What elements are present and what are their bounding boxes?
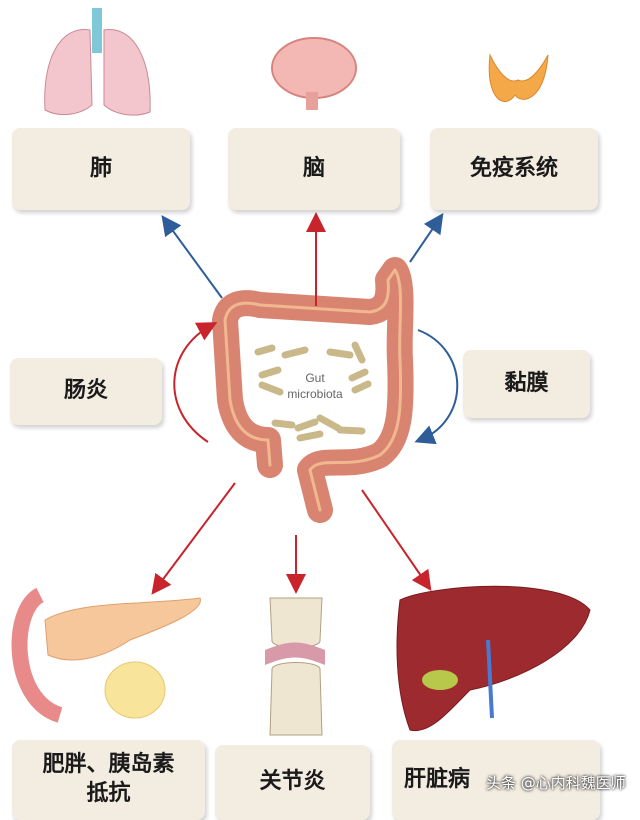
brain-illustration (271, 37, 357, 99)
brain-label: 脑 (302, 155, 325, 181)
lungs-illustration (44, 8, 151, 116)
gut-illustration (212, 257, 414, 523)
arthritis-box: 关节炎 (215, 745, 370, 820)
arrow-to-immune (409, 213, 444, 263)
lung-box: 肺 (12, 128, 190, 210)
mucosa-box: 黏膜 (463, 350, 590, 418)
brain-stem (306, 92, 318, 110)
arrow-enteritis-cycle (173, 322, 218, 443)
mucosa-label: 黏膜 (504, 370, 549, 396)
gut-label-line2: microbiota (287, 387, 343, 401)
brain-box: 脑 (228, 128, 400, 210)
arrow-to-liver (361, 489, 432, 591)
liver-label: 肝脏病 (404, 766, 471, 792)
enteritis-box: 肠炎 (10, 358, 162, 425)
immune-label: 免疫系统 (469, 155, 558, 181)
lung-label: 肺 (89, 155, 112, 181)
obesity-label: 肥胖、胰岛素抵抗 (42, 752, 175, 806)
watermark: 头条 @心内科魏医师 (486, 774, 626, 792)
immune-box: 免疫系统 (430, 128, 598, 210)
pancreas-illustration (11, 587, 201, 723)
arrow-to-pancreas (151, 482, 236, 595)
arthritis-label: 关节炎 (259, 769, 326, 795)
joint-illustration (265, 597, 325, 736)
enteritis-label: 肠炎 (63, 378, 108, 404)
arrow-to-lung (161, 215, 223, 299)
liver-illustration (396, 585, 591, 732)
obesity-box: 肥胖、胰岛素抵抗 (12, 740, 205, 820)
thyroid-illustration (488, 53, 549, 102)
gut-label-line1: Gut (305, 371, 325, 385)
bacteria-illustration (254, 341, 372, 442)
arrow-mucosa-cycle (414, 329, 459, 445)
